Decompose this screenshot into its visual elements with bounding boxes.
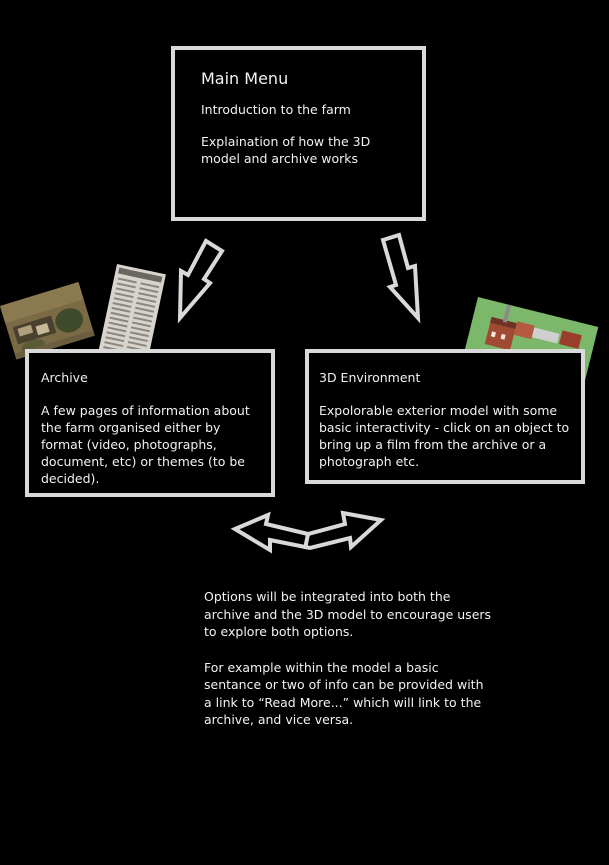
archive-title: Archive [41, 370, 88, 385]
arrow-down-right [380, 232, 421, 324]
document-thumbnail [97, 264, 166, 369]
archive-description: A few pages of information about the far… [41, 403, 250, 486]
aerial-photo-thumbnail [0, 282, 95, 360]
arrow-bidirectional [230, 510, 386, 554]
main-menu-box: Main Menu Introduction to the farm Expla… [171, 46, 426, 221]
notes-paragraph-1: Options will be integrated into both the… [204, 589, 492, 639]
main-menu-intro: Introduction to the farm [201, 102, 351, 117]
environment-description: Expolorable exterior model with some bas… [319, 403, 570, 469]
arrow-down-left [177, 238, 225, 324]
environment-box: 3D Environment Expolorable exterior mode… [305, 349, 585, 484]
main-menu-explanation: Explaination of how the 3D model and arc… [201, 134, 371, 166]
environment-title: 3D Environment [319, 370, 421, 385]
notes-text: Options will be integrated into both the… [204, 588, 494, 747]
main-menu-title: Main Menu [201, 69, 289, 88]
archive-box: Archive A few pages of information about… [25, 349, 275, 497]
notes-paragraph-2: For example within the model a basic sen… [204, 659, 484, 728]
